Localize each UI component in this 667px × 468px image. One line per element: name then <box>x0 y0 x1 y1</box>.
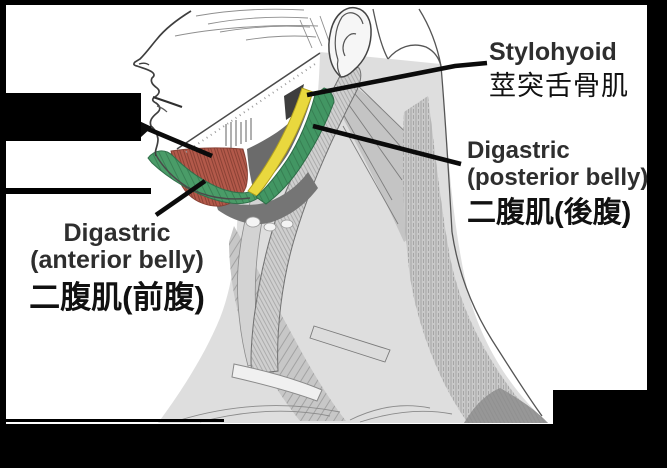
digastric-anterior-label: Digastric (anterior belly) 二腹肌(前腹) <box>16 220 218 316</box>
jawline <box>176 52 321 150</box>
scm-hatch <box>250 63 361 374</box>
frame-top <box>0 0 667 5</box>
digastric-posterior-hatch <box>256 88 334 204</box>
ear <box>328 6 372 78</box>
stylohyoid-label: Stylohyoid 莖突舌骨肌 <box>489 38 629 102</box>
digastric-anterior-label-qualifier: (anterior belly) <box>30 246 204 274</box>
styloid-shadow <box>284 84 304 120</box>
digastric-anterior-label-zh: 二腹肌(前腹) <box>29 280 205 315</box>
hyoid-bone <box>245 216 294 232</box>
trapezius-hatch <box>402 96 547 423</box>
jaw-outline <box>155 154 251 200</box>
digastric-posterior-label-qualifier: (posterior belly) <box>467 164 649 191</box>
lower-lip-line <box>156 105 168 113</box>
skull-outlines <box>372 8 543 417</box>
leader-line-digastric-posterior <box>312 123 462 167</box>
frame-left <box>0 0 6 468</box>
card-bottom-edge-line <box>0 419 224 422</box>
digastric-anterior-hatch <box>148 150 258 204</box>
hyoid-shadow <box>214 172 318 225</box>
mouth-line <box>152 95 183 109</box>
digastric-anterior-label-en: Digastric <box>63 219 171 247</box>
ear-inner-lines <box>334 12 364 78</box>
hair-strokes <box>174 8 331 49</box>
digastric-posterior-label: Digastric (posterior belly) 二腹肌(後腹) <box>467 137 648 230</box>
digastric-posterior-label-zh: 二腹肌(後腹) <box>467 197 632 229</box>
clavicle-bone <box>231 363 323 402</box>
splenius-fiber-lines <box>341 79 427 225</box>
digastric-posterior-label-en: Digastric <box>467 137 570 164</box>
leader-line-digastric-anterior <box>154 179 207 217</box>
scalene-hatch <box>229 226 346 421</box>
omohyoid-muscle <box>309 325 391 363</box>
nostril-line <box>138 62 150 66</box>
leader-line-redacted-label <box>147 126 213 159</box>
deltoid-hatch <box>464 388 548 423</box>
stylohyoid-label-en: Stylohyoid <box>489 38 617 66</box>
face-profile <box>133 10 192 157</box>
chest-fiber-lines <box>179 405 453 423</box>
redacted-label-line <box>0 188 151 194</box>
frame-bottom <box>0 424 667 468</box>
redacted-label-bar <box>0 93 141 141</box>
stylohyoid-label-zh: 莖突舌骨肌 <box>489 71 629 101</box>
frame-right <box>647 0 667 468</box>
masseter-strokes <box>225 118 252 148</box>
leader-line-stylohyoid <box>306 60 488 98</box>
